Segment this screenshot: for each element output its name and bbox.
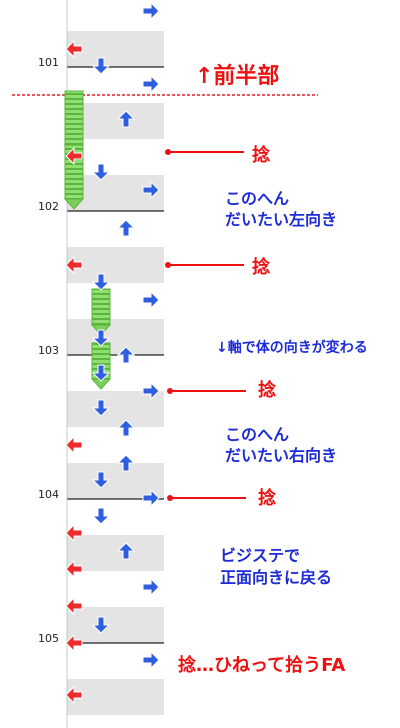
left-arrow-icon [65,435,83,455]
left-arrow-icon [65,39,83,59]
step-notes [65,1,160,705]
grab-label-1: 捻 [252,145,270,166]
right-arrow-icon [142,650,160,670]
left-arrow-icon [65,685,83,705]
measure-shade [67,679,164,715]
up-arrow-icon [116,219,136,237]
measure-shade [67,247,164,283]
down-arrow-icon [91,273,111,291]
left-arrow-icon [65,146,83,166]
grab-label-2: 捻 [252,257,270,278]
right-arrow-icon [142,381,160,401]
right-arrow-icon [142,290,160,310]
right-arrow-icon [142,180,160,200]
left-arrow-icon [65,633,83,653]
bisuste-line2: 正面向きに戻る [220,568,333,587]
right-arrow-icon [142,1,160,21]
facing-right-line2: だいたい右向き [225,446,338,465]
down-arrow-icon [91,163,111,181]
left-arrow-icon [65,559,83,579]
grab-label-4: 捻 [258,488,276,509]
bisuste-line1: ビジステで [220,546,301,565]
measure-shade [67,391,164,427]
down-arrow-icon [91,471,111,489]
down-arrow-icon [91,399,111,417]
left-arrow-icon [65,596,83,616]
grab-label-3: 捻 [258,380,276,401]
down-arrow-icon [91,507,111,525]
freeze-arrow [90,288,112,336]
right-arrow-icon [142,577,160,597]
down-arrow-icon [91,329,111,347]
down-arrow-icon [91,57,111,75]
measure-number-101: 101 [38,56,59,69]
left-arrow-icon [65,255,83,275]
down-arrow-icon [91,616,111,634]
measure-shade [67,319,164,355]
final-label: 捻…ひねって拾うFA [178,655,346,676]
annotation-pointers [165,149,246,501]
first-half-label: ↑前半部 [195,64,280,89]
up-arrow-icon [116,542,136,560]
right-arrow-icon [142,74,160,94]
up-arrow-icon [116,419,136,437]
facing-left-line1: このへん [225,189,290,208]
facing-left-line2: だいたい左向き [225,210,338,229]
down-arrow-icon [91,364,111,382]
right-arrow-icon [142,488,160,508]
up-arrow-icon [116,346,136,364]
measure-shade [67,31,164,67]
up-arrow-icon [116,454,136,472]
measure-number-102: 102 [38,200,59,213]
axis-change-label: ↓軸で体の向きが変わる [216,340,368,356]
measure-shade [67,535,164,571]
facing-right-line1: このへん [225,425,290,444]
measure-number-104: 104 [38,488,59,501]
measure-number-103: 103 [38,344,59,357]
left-arrow-icon [65,523,83,543]
measure-backgrounds [12,0,318,728]
up-arrow-icon [116,110,136,128]
measure-number-105: 105 [38,632,59,645]
measure-shade [67,607,164,643]
measure-shade [67,463,164,499]
